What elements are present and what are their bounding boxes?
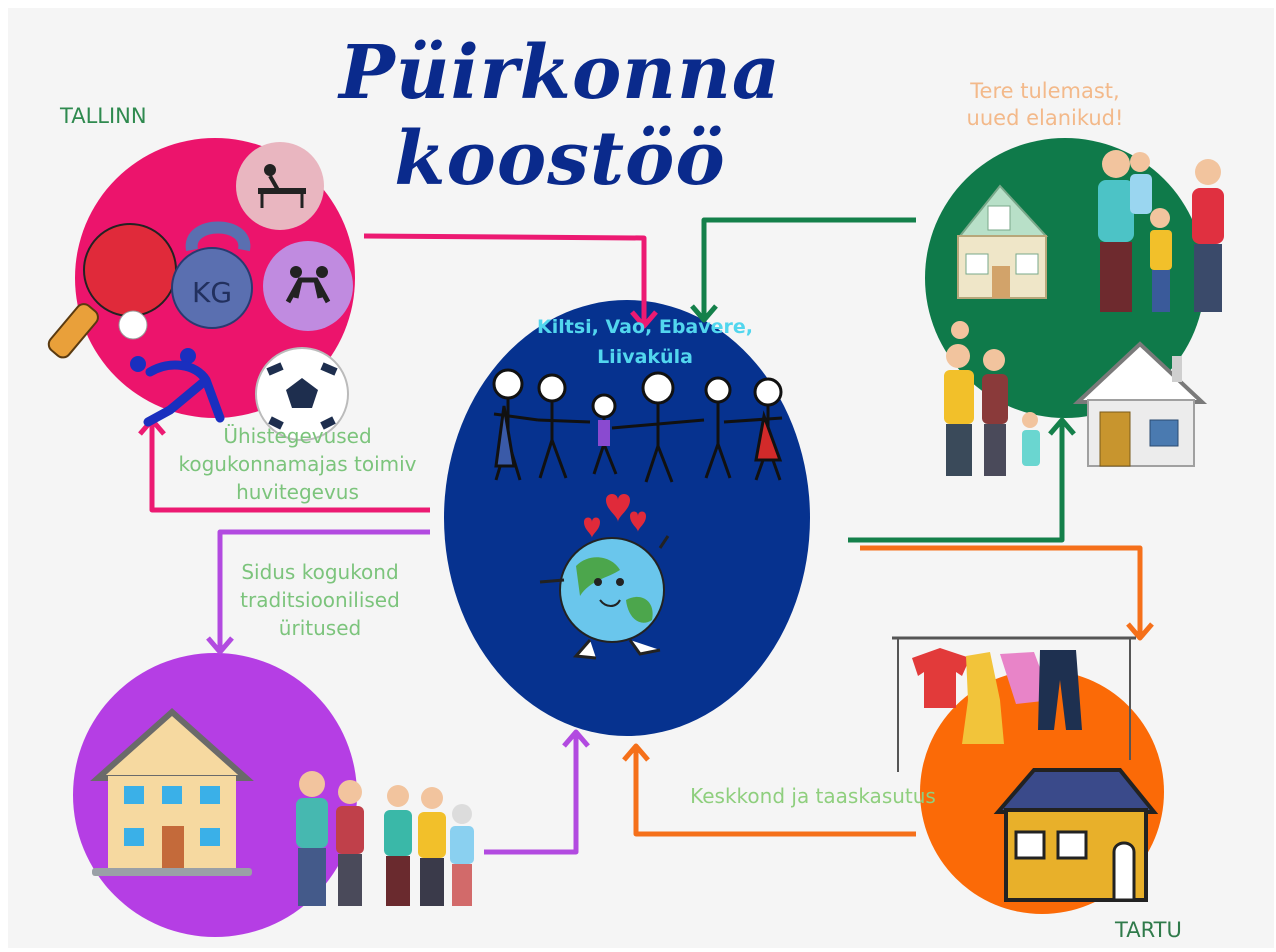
environment-label: Keskkond ja taaskasutus — [690, 784, 936, 808]
earth-icon — [539, 535, 670, 660]
clothes-rack-icon — [892, 636, 1136, 772]
family-icon — [1098, 150, 1224, 312]
arrow-hub-to-community — [206, 529, 430, 655]
hub-villages-label: Kiltsi, Vao, Ebavere, Liivaküla — [536, 316, 753, 368]
solar-house-icon — [993, 768, 1159, 902]
city-label-tallinn: TALLINN — [60, 104, 147, 128]
athlete-icon — [130, 348, 225, 427]
arrow-community-to-hub — [484, 729, 590, 855]
arrow-hub-to-welcome — [848, 417, 1076, 543]
hearts-icon — [584, 494, 646, 538]
table-tennis-icon — [47, 223, 177, 359]
diagram-title: Püirkonna koostöö — [339, 30, 781, 202]
generations-icon — [296, 771, 474, 906]
house-icon — [1072, 341, 1208, 467]
arrow-environment-to-hub — [622, 743, 916, 837]
community-label: Sidus kogukond traditsioonilised ürituse… — [240, 560, 400, 640]
generations-icon — [944, 321, 1040, 476]
soccer-ball-icon — [255, 347, 349, 441]
kettlebell-mark: KG — [192, 276, 232, 309]
arrow-hub-to-environment — [860, 545, 1154, 641]
arrow-welcome-to-hub — [690, 217, 916, 323]
ping-pong-table-icon — [236, 142, 324, 230]
arrow-sports-to-hub — [363, 233, 658, 329]
wrestling-icon — [263, 241, 353, 331]
stick-family-icon — [492, 368, 783, 483]
activities-label: Ühistegevused kogukonnamajas toimiv huvi… — [178, 424, 417, 504]
kettlebell-icon: KG — [171, 221, 253, 329]
cottage-icon — [957, 184, 1049, 299]
welcome-label: Tere tulemast, uued elanikud! — [966, 79, 1124, 130]
city-label-tartu: TARTU — [1115, 918, 1182, 942]
house-icon — [90, 707, 254, 876]
